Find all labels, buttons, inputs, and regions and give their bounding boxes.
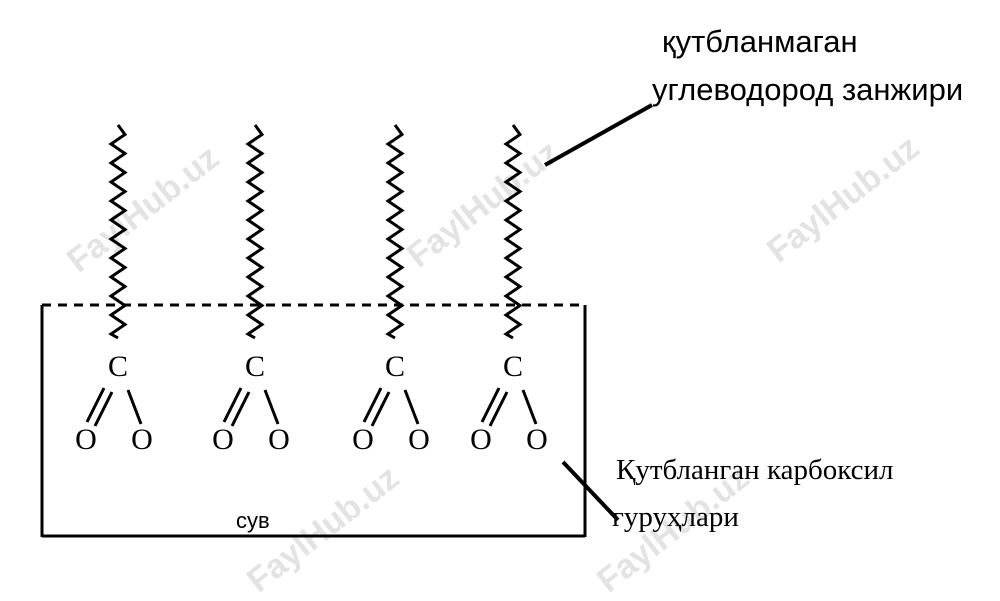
double-bond-line xyxy=(85,387,106,423)
double-bond-line xyxy=(222,387,243,423)
oxygen-atom-double: O xyxy=(212,423,234,456)
oxygen-atom-single: O xyxy=(131,423,153,456)
double-bond-line xyxy=(362,387,383,423)
single-bond-line xyxy=(126,389,143,425)
hydrocarbon-chain xyxy=(245,124,265,340)
monolayer-diagram xyxy=(40,103,653,538)
double-bond-line xyxy=(488,391,509,427)
double-bond-line xyxy=(370,391,391,427)
oxygen-atom-single: O xyxy=(526,423,548,456)
hydrocarbon-chain xyxy=(503,124,523,340)
nonpolar-leader-line xyxy=(544,103,653,167)
oxygen-atom-single: O xyxy=(408,423,430,456)
oxygen-atom-single: O xyxy=(268,423,290,456)
oxygen-atom-double: O xyxy=(352,423,374,456)
carbon-atom: C xyxy=(107,350,129,383)
double-bond-line xyxy=(230,391,251,427)
polar-label-line1: Қутбланган карбоксил xyxy=(616,454,894,486)
single-bond-line xyxy=(521,389,538,425)
single-bond-line xyxy=(403,389,420,425)
nonpolar-label-line1: қутбланмаган xyxy=(662,24,858,59)
molecules xyxy=(85,124,538,427)
water-container xyxy=(40,303,587,538)
double-bond-line xyxy=(93,391,114,427)
hydrocarbon-chain xyxy=(108,124,128,340)
nonpolar-label-line2: углеводород занжири xyxy=(652,72,964,107)
single-bond-line xyxy=(263,389,280,425)
oxygen-atom-double: O xyxy=(470,423,492,456)
polar-leader-line xyxy=(561,460,620,522)
carbon-atom: C xyxy=(384,350,406,383)
polar-label-line2: гуруҳлари xyxy=(612,501,739,533)
water-label: сув xyxy=(236,508,270,533)
hydrocarbon-chain xyxy=(385,124,405,340)
carbon-atom: C xyxy=(502,350,524,383)
carbon-atom: C xyxy=(244,350,266,383)
double-bond-line xyxy=(480,387,501,423)
oxygen-atom-double: O xyxy=(75,423,97,456)
